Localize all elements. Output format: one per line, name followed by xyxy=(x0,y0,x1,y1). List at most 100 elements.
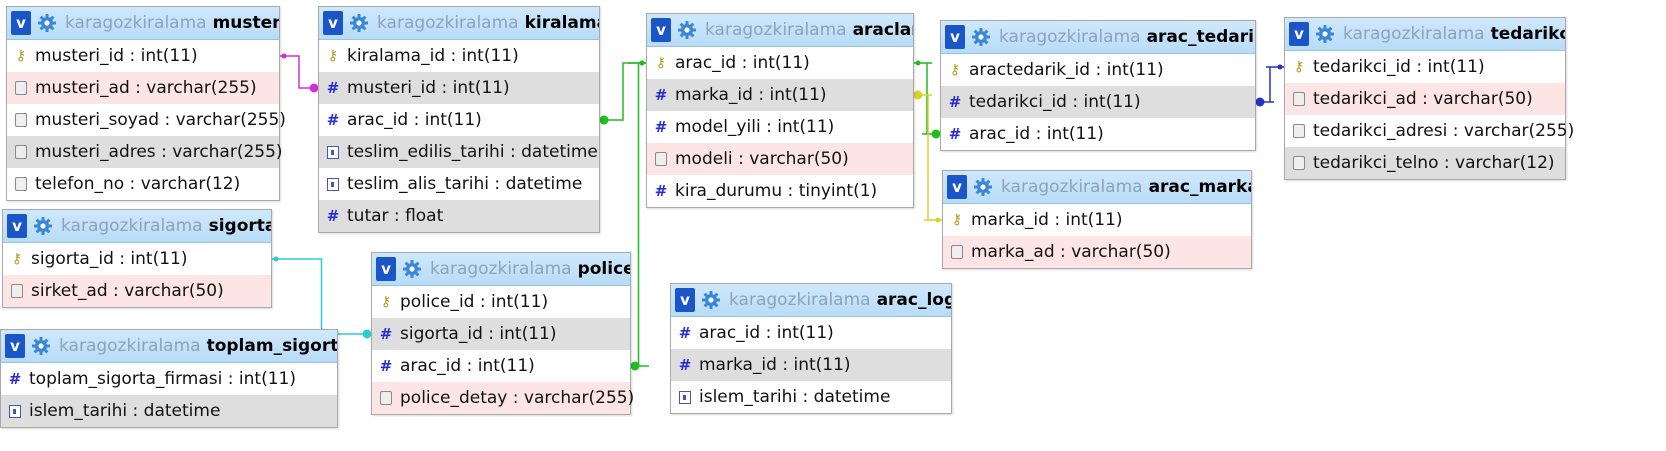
toggle-columns-button[interactable]: v xyxy=(323,11,343,35)
column-name: tedarikci_adresi xyxy=(1313,121,1448,141)
column-type-separator: : xyxy=(1048,210,1066,230)
column-type: varchar(255) xyxy=(175,110,286,130)
column-row[interactable]: ⚷police_id : int(11) xyxy=(372,286,630,318)
column-row[interactable]: ⚷aractedarik_id : int(11) xyxy=(941,54,1255,86)
gear-icon[interactable] xyxy=(349,13,369,33)
column-row[interactable]: teslim_alis_tarihi : datetime xyxy=(319,168,599,200)
column-name: modeli xyxy=(675,149,733,169)
table-header[interactable]: vkaragozkiralamamusteri xyxy=(7,7,279,40)
column-type: int(11) xyxy=(752,53,810,73)
gear-icon[interactable] xyxy=(37,13,57,33)
column-row[interactable]: teslim_edilis_tarihi : datetime xyxy=(319,136,599,168)
column-row[interactable]: ⚷arac_id : int(11) xyxy=(647,47,913,79)
column-row[interactable]: tedarikci_adresi : varchar(255) xyxy=(1285,115,1574,147)
gear-icon[interactable] xyxy=(677,20,697,40)
column-type: varchar(255) xyxy=(523,388,635,408)
column-row[interactable]: #model_yili : int(11) xyxy=(647,111,913,143)
column-row[interactable]: #kira_durumu : tinyint(1) xyxy=(647,175,913,207)
column-row[interactable]: tedarikci_ad : varchar(50) xyxy=(1285,83,1565,115)
gear-icon[interactable] xyxy=(1315,24,1335,44)
toggle-columns-button[interactable]: v xyxy=(1289,22,1309,46)
table-tedarikci[interactable]: vkaragozkiralamatedarikci⚷tedarikci_id :… xyxy=(1284,17,1574,180)
table-header[interactable]: vkaragozkiralamatedarikci xyxy=(1285,18,1565,51)
table-header[interactable]: vkaragozkiralamakiralama xyxy=(319,7,599,40)
column-row[interactable]: musteri_soyad : varchar(255) xyxy=(7,104,286,136)
relation-endpoint-dot xyxy=(281,53,287,59)
column-row[interactable]: #musteri_id : int(11) xyxy=(319,72,599,104)
column-row[interactable]: police_detay : varchar(255) xyxy=(372,382,634,414)
column-type: int(11) xyxy=(238,369,296,389)
gear-icon[interactable] xyxy=(971,27,991,47)
column-type-separator: : xyxy=(408,110,425,130)
toggle-columns-button[interactable]: v xyxy=(945,25,965,49)
table-kiralama[interactable]: vkaragozkiralamakiralama⚷kiralama_id : i… xyxy=(318,6,600,233)
column-name: arac_id xyxy=(699,323,761,343)
date-column-icon xyxy=(677,390,693,404)
column-row[interactable]: islem_tarihi : datetime xyxy=(671,381,951,413)
toggle-columns-button[interactable]: v xyxy=(947,175,967,199)
column-type-separator: : xyxy=(782,181,799,201)
relation-endpoint-dot xyxy=(639,60,645,66)
gear-icon[interactable] xyxy=(33,216,53,236)
table-name: araclar xyxy=(852,20,913,40)
column-row[interactable]: marka_ad : varchar(50) xyxy=(943,236,1251,268)
column-row[interactable]: ⚷marka_id : int(11) xyxy=(943,204,1251,236)
toggle-columns-button[interactable]: v xyxy=(675,288,695,312)
column-row[interactable]: #tedarikci_id : int(11) xyxy=(941,86,1255,118)
column-name: islem_tarihi xyxy=(699,387,798,407)
numeric-column-icon: # xyxy=(379,357,393,375)
column-type: varchar(50) xyxy=(1433,89,1533,109)
column-row[interactable]: #arac_id : int(11) xyxy=(372,350,630,382)
column-row[interactable]: #toplam_sigorta_firmasi : int(11) xyxy=(1,363,337,395)
column-row[interactable]: musteri_adres : varchar(255) xyxy=(7,136,283,168)
column-row[interactable]: #arac_id : int(11) xyxy=(671,317,951,349)
gear-icon[interactable] xyxy=(402,259,422,279)
column-row[interactable]: #marka_id : int(11) xyxy=(671,349,951,381)
toggle-columns-button[interactable]: v xyxy=(5,334,25,358)
toggle-columns-button[interactable]: v xyxy=(7,214,27,238)
gear-icon[interactable] xyxy=(701,290,721,310)
toggle-columns-button[interactable]: v xyxy=(11,11,31,35)
column-type-separator: : xyxy=(1054,242,1072,262)
text-column-icon xyxy=(13,113,29,127)
column-row[interactable]: tedarikci_telno : varchar(12) xyxy=(1285,147,1565,179)
toggle-columns-button[interactable]: v xyxy=(376,257,396,281)
column-row[interactable]: modeli : varchar(50) xyxy=(647,143,913,175)
column-row[interactable]: musteri_ad : varchar(255) xyxy=(7,72,279,104)
gear-icon[interactable] xyxy=(31,336,51,356)
column-row[interactable]: #sigorta_id : int(11) xyxy=(372,318,630,350)
column-row[interactable]: ⚷musteri_id : int(11) xyxy=(7,40,279,72)
column-row[interactable]: #arac_id : int(11) xyxy=(319,104,599,136)
column-row[interactable]: telefon_no : varchar(12) xyxy=(7,168,279,200)
column-type-separator: : xyxy=(1030,124,1047,144)
column-row[interactable]: islem_tarihi : datetime xyxy=(1,395,337,427)
toggle-columns-button[interactable]: v xyxy=(651,18,671,42)
column-row[interactable]: #tutar : float xyxy=(319,200,599,232)
text-column-icon xyxy=(13,177,29,191)
column-row[interactable]: #arac_id : int(11) xyxy=(941,118,1255,150)
gear-icon[interactable] xyxy=(973,177,993,197)
column-row[interactable]: ⚷kiralama_id : int(11) xyxy=(319,40,599,72)
table-musteri[interactable]: vkaragozkiralamamusteri⚷musteri_id : int… xyxy=(6,6,286,201)
database-name: karagozkiralama xyxy=(1001,177,1143,197)
column-row[interactable]: ⚷tedarikci_id : int(11) xyxy=(1285,51,1565,83)
column-row[interactable]: sirket_ad : varchar(50) xyxy=(3,275,271,307)
column-row[interactable]: #marka_id : int(11) xyxy=(647,79,913,111)
column-name: arac_id xyxy=(347,110,409,130)
column-name: musteri_id xyxy=(35,46,125,66)
column-row[interactable]: ⚷sigorta_id : int(11) xyxy=(3,243,271,275)
